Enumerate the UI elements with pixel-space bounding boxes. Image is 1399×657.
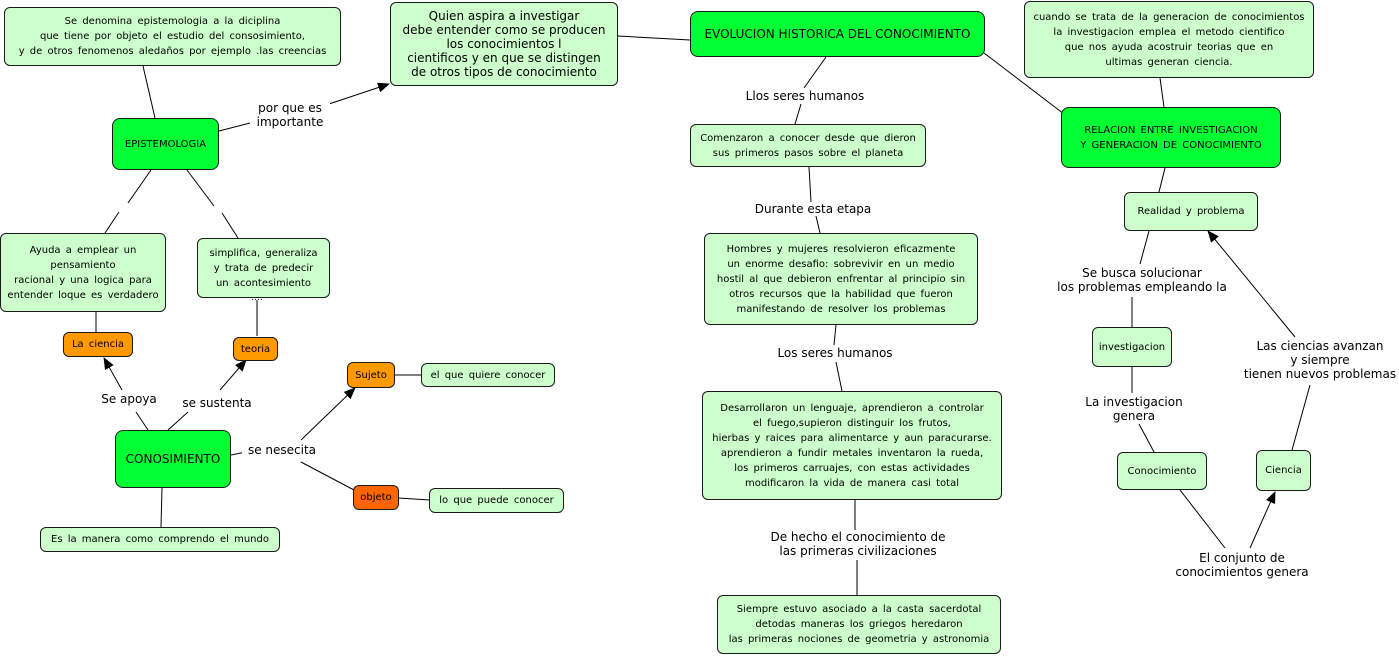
label-se-nesecita: se nesecita (242, 443, 322, 457)
link-ciencia-lasciencias (1291, 384, 1311, 451)
node-conocimiento[interactable]: Conocimiento (1117, 452, 1207, 490)
node-comenzaron[interactable]: Comenzaron a conocer desde que dieron su… (690, 124, 926, 167)
label-las-ciencias-avanzan: Las ciencias avanzan y siempre tienen nu… (1238, 339, 1399, 381)
label-de-hecho: De hecho el conocimiento de las primeras… (757, 530, 959, 558)
link-epistemologia-ayuda-a (127, 169, 152, 204)
node-quien-aspira[interactable]: Quien aspira a investigar debe entender … (390, 2, 618, 86)
link-conocimiento-elconjunto (1179, 489, 1226, 549)
link-relacion-cuando (1159, 77, 1165, 108)
link-llos-comenzaron (794, 103, 802, 125)
node-realidad-problema[interactable]: Realidad y problema (1124, 192, 1258, 231)
node-sujeto[interactable]: Sujeto (347, 362, 395, 388)
link-conosimiento-seapoya (135, 411, 149, 431)
label-se-apoya: Se apoya (95, 392, 163, 406)
node-desarrollaron[interactable]: Desarrollaron un lenguaje, aprendieron a… (702, 391, 1002, 500)
link-epistemologia-simplifica-a (186, 169, 215, 207)
link-elconjunto-ciencia (1249, 491, 1276, 549)
link-epistemologia-ayuda-b (104, 211, 120, 234)
link-lasciencias-realidad (1207, 230, 1296, 338)
link-sesustenta-teoria (219, 359, 247, 391)
node-investigacion[interactable]: investigacion (1092, 327, 1172, 367)
label-por-que-es-importante: por que es importante (250, 101, 330, 129)
link-durante-hombres (815, 215, 821, 234)
node-epistemologia[interactable]: EPISTEMOLOGIA (112, 118, 219, 170)
label-llos-seres-humanos: Llos seres humanos (741, 89, 869, 103)
link-realidad-sebusca (1139, 230, 1150, 265)
label-se-sustenta: se sustenta (176, 396, 258, 410)
link-evolucion-relacion (983, 52, 1065, 115)
link-epistemologia-definition (142, 65, 156, 119)
label-se-busca-solucionar: Se busca solucionar los problemas emplea… (1050, 266, 1234, 294)
node-la-ciencia[interactable]: La ciencia (63, 332, 133, 357)
label-durante-esta-etapa: Durante esta etapa (750, 202, 876, 216)
link-seapoya-laciencia (103, 357, 123, 391)
link-relacion-realidad (1158, 167, 1166, 193)
link-hombres-losseres (833, 324, 837, 346)
node-cuando-se-trata[interactable]: cuando se trata de la generacion de cono… (1024, 1, 1314, 78)
node-conosimiento[interactable]: CONOSIMIENTO (115, 430, 231, 488)
dots-marker: .... (251, 293, 262, 303)
link-losseres-desarrollaron (835, 361, 843, 392)
link-epistemologia-simplifica-b (221, 212, 239, 239)
link-lainv-conocimiento (1138, 423, 1155, 453)
node-es-la-manera[interactable]: Es la manera como comprendo el mundo (40, 527, 280, 552)
label-los-seres-humanos: Los seres humanos (771, 346, 899, 360)
node-simplifica[interactable]: simplifica, generaliza y trata de predec… (197, 238, 330, 298)
node-relacion[interactable]: RELACION ENTRE INVESTIGACION Y GENERACIO… (1061, 107, 1281, 168)
node-lo-que-puede[interactable]: lo que puede conocer (429, 488, 564, 513)
link-senesecita-objeto (300, 461, 355, 491)
link-senesecita-sujeto (300, 387, 356, 441)
node-ciencia[interactable]: Ciencia (1256, 450, 1311, 491)
node-siempre-estuvo[interactable]: Siempre estuvo asociado a la casta sacer… (717, 595, 1001, 654)
link-epistemologia-porque (218, 121, 255, 132)
node-epistemologia-definition[interactable]: Se denomina epistemologia a la diciplina… (4, 7, 341, 66)
link-quienaspira-evolucion (617, 35, 691, 41)
link-evolucion-llos (803, 56, 827, 89)
node-teoria[interactable]: teoria (233, 337, 278, 361)
node-el-que-quiere[interactable]: el que quiere conocer (421, 363, 555, 387)
node-hombres-mujeres[interactable]: Hombres y mujeres resolvieron eficazment… (704, 233, 978, 325)
link-conosimiento-sesustenta (167, 411, 189, 431)
link-objeto-loque (397, 497, 431, 501)
link-comenzaron-durante (808, 166, 812, 203)
link-conosimiento-esmanera (160, 487, 163, 528)
label-la-investigacion-genera: La investigacion genera (1076, 395, 1192, 423)
link-porque-quienaspira (319, 82, 390, 108)
node-objeto[interactable]: objeto (353, 485, 399, 510)
node-evolucion-historica[interactable]: EVOLUCION HISTORICA DEL CONOCIMIENTO (690, 11, 985, 57)
label-el-conjunto: El conjunto de conocimientos genera (1166, 551, 1318, 579)
node-ayuda[interactable]: Ayuda a emplear un pensamiento racional … (0, 233, 166, 312)
